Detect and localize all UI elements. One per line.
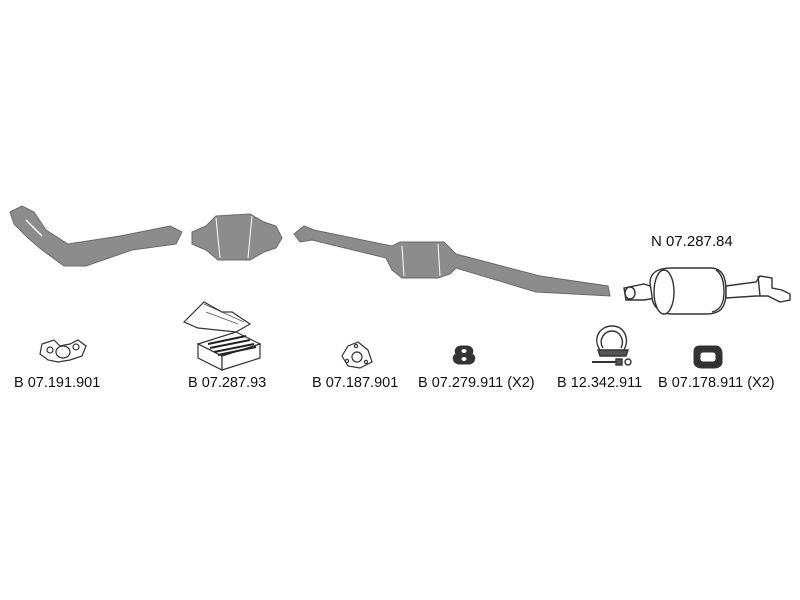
part-number-triangular-gasket: B 07.187.901 [312,375,399,391]
part-number-flange-gasket: B 07.191.901 [14,375,101,391]
front-downpipe [9,205,183,267]
main-part-number: N 07.287.84 [651,233,733,250]
triangular-gasket-icon [341,341,373,369]
rubber-mount-icon [693,345,723,369]
rubber-hanger-ring-icon [452,345,476,365]
part-number-hanger-ring: B 07.279.911 (X2) [418,375,535,391]
two-bolt-flange-gasket-icon [39,339,87,363]
part-number-mounting-kit: B 07.287.93 [188,375,267,391]
part-number-clamp: B 12.342.911 [557,375,643,391]
catalytic-converter [191,213,283,261]
rear-silencer [623,267,791,315]
intermediate-pipe-with-center-silencer [293,225,611,297]
part-number-rubber-mount: B 07.178.911 (X2) [658,375,775,391]
clamp-with-bolt-icon [592,325,632,366]
mounting-kit-box-icon [182,301,262,371]
